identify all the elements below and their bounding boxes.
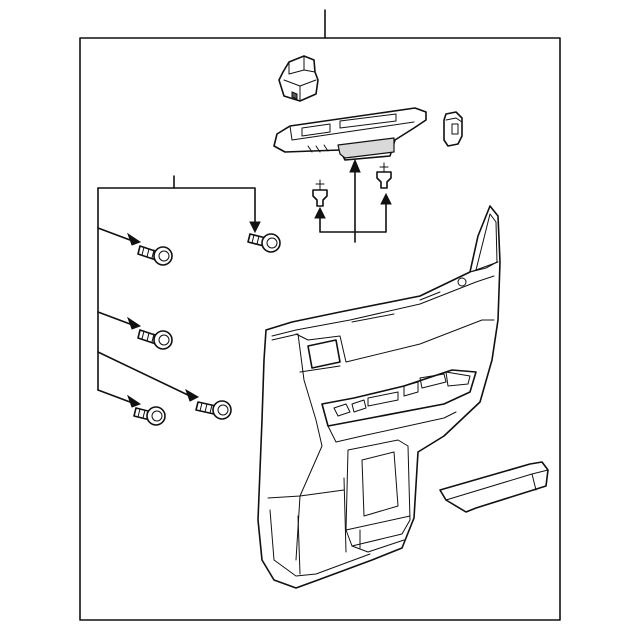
screw[interactable] <box>195 400 232 420</box>
leader-lines-center <box>314 158 392 243</box>
clip-retainer[interactable] <box>443 111 463 147</box>
door-trim-panel[interactable] <box>257 205 501 589</box>
push-clip[interactable] <box>312 179 328 207</box>
window-switch[interactable] <box>278 55 319 102</box>
push-clip[interactable] <box>376 162 392 189</box>
armrest-pad[interactable] <box>439 461 549 513</box>
diagram-frame <box>79 9 561 621</box>
screw[interactable] <box>247 233 281 253</box>
screw[interactable] <box>137 245 173 266</box>
switch-bezel[interactable] <box>273 107 427 161</box>
screw[interactable] <box>133 406 166 426</box>
leader-lines-screws <box>97 175 261 408</box>
screw[interactable] <box>137 329 173 350</box>
